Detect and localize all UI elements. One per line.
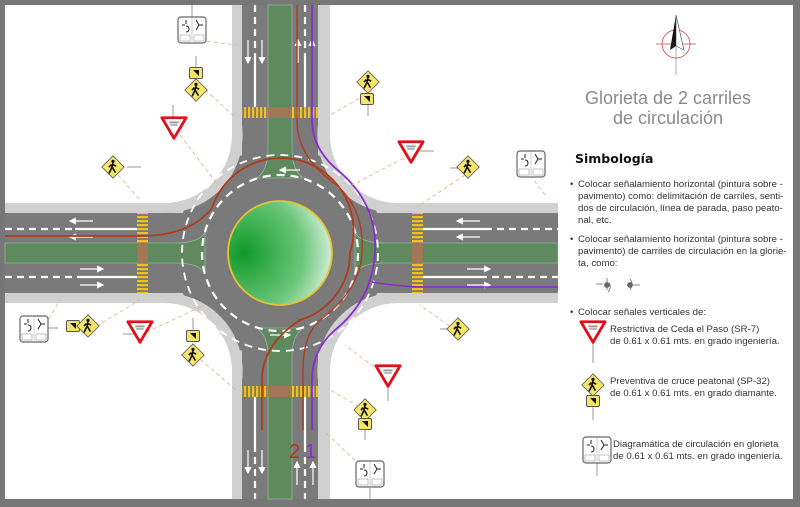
legend-sign-text: de 0.61 x 0.61 mts. en grado ingeniería.	[613, 451, 783, 462]
route-label-1: 1	[305, 441, 316, 463]
roundabout-sign-icon	[582, 436, 612, 464]
legend-text: nal, etc.	[578, 215, 612, 226]
legend-sign-text: Diagramática de circulación en glorieta	[613, 439, 779, 450]
roundabout-sign-icon	[19, 315, 49, 343]
legend-text: Colocar señalamiento horizontal (pintura…	[578, 179, 783, 190]
diagram-title-line2: de circulación	[613, 108, 723, 128]
legend-text: pavimento) de carriles de circulación en…	[578, 246, 787, 257]
corner-top-right	[317, 5, 558, 214]
legend-text: pavimento) como: delimitación de carrile…	[578, 191, 783, 202]
roundabout-sign-icon	[355, 460, 385, 488]
roundabout-sign-icon	[177, 16, 207, 44]
direction-arrows	[68, 38, 492, 485]
legend-sign-text: de 0.61 x 0.61 mts. en grado ingeniería.	[610, 336, 780, 347]
legend-text: Colocar señales verticales de:	[578, 307, 706, 318]
crosswalks	[137, 107, 423, 397]
legend-text: ta, como:	[578, 258, 617, 269]
corner-bottom-right	[317, 292, 558, 499]
road-network: 2 1	[4, 4, 559, 500]
pedestrian-plate-icon	[358, 418, 372, 430]
route-lane-2-through	[296, 5, 363, 430]
north-arrow-icon	[656, 14, 696, 75]
bullet: •	[570, 307, 573, 318]
legend-sign-text: Preventiva de cruce peatonal (SP-32)	[610, 376, 770, 387]
route-label-2: 2	[289, 441, 300, 463]
legend-text: dos de circulación, línea de parada, pas…	[578, 203, 783, 214]
corner-top-left	[5, 5, 243, 214]
lane-marking-icon	[596, 278, 640, 293]
diagram-title-line1: Glorieta de 2 carriles	[585, 88, 751, 108]
route-lane-1	[311, 5, 377, 430]
bullet: •	[570, 234, 573, 245]
legend: Simbología • Colocar señalamiento horizo…	[570, 151, 787, 476]
central-island	[227, 200, 333, 306]
legend-heading: Simbología	[575, 151, 653, 166]
bullet: •	[570, 179, 573, 190]
pedestrian-plate-icon	[186, 330, 200, 342]
lane-markings	[5, 5, 558, 499]
legend-text: Colocar señalamiento horizontal (pintura…	[578, 234, 783, 245]
roundabout-sign-icon	[516, 150, 546, 178]
legend-sign-text: de 0.61 x 0.61 mts. en grado diamante.	[610, 388, 777, 399]
pedestrian-plate-icon	[360, 93, 374, 105]
route-lane-1-right	[371, 281, 558, 288]
pedestrian-plate-icon	[189, 67, 203, 79]
medians	[4, 4, 559, 500]
vertical-signs	[19, 5, 546, 499]
corner-bottom-left	[5, 292, 243, 499]
legend-sign-text: Restrictiva de Ceda el Paso (SR-7)	[610, 324, 759, 335]
pedestrian-plate-icon	[586, 395, 600, 407]
